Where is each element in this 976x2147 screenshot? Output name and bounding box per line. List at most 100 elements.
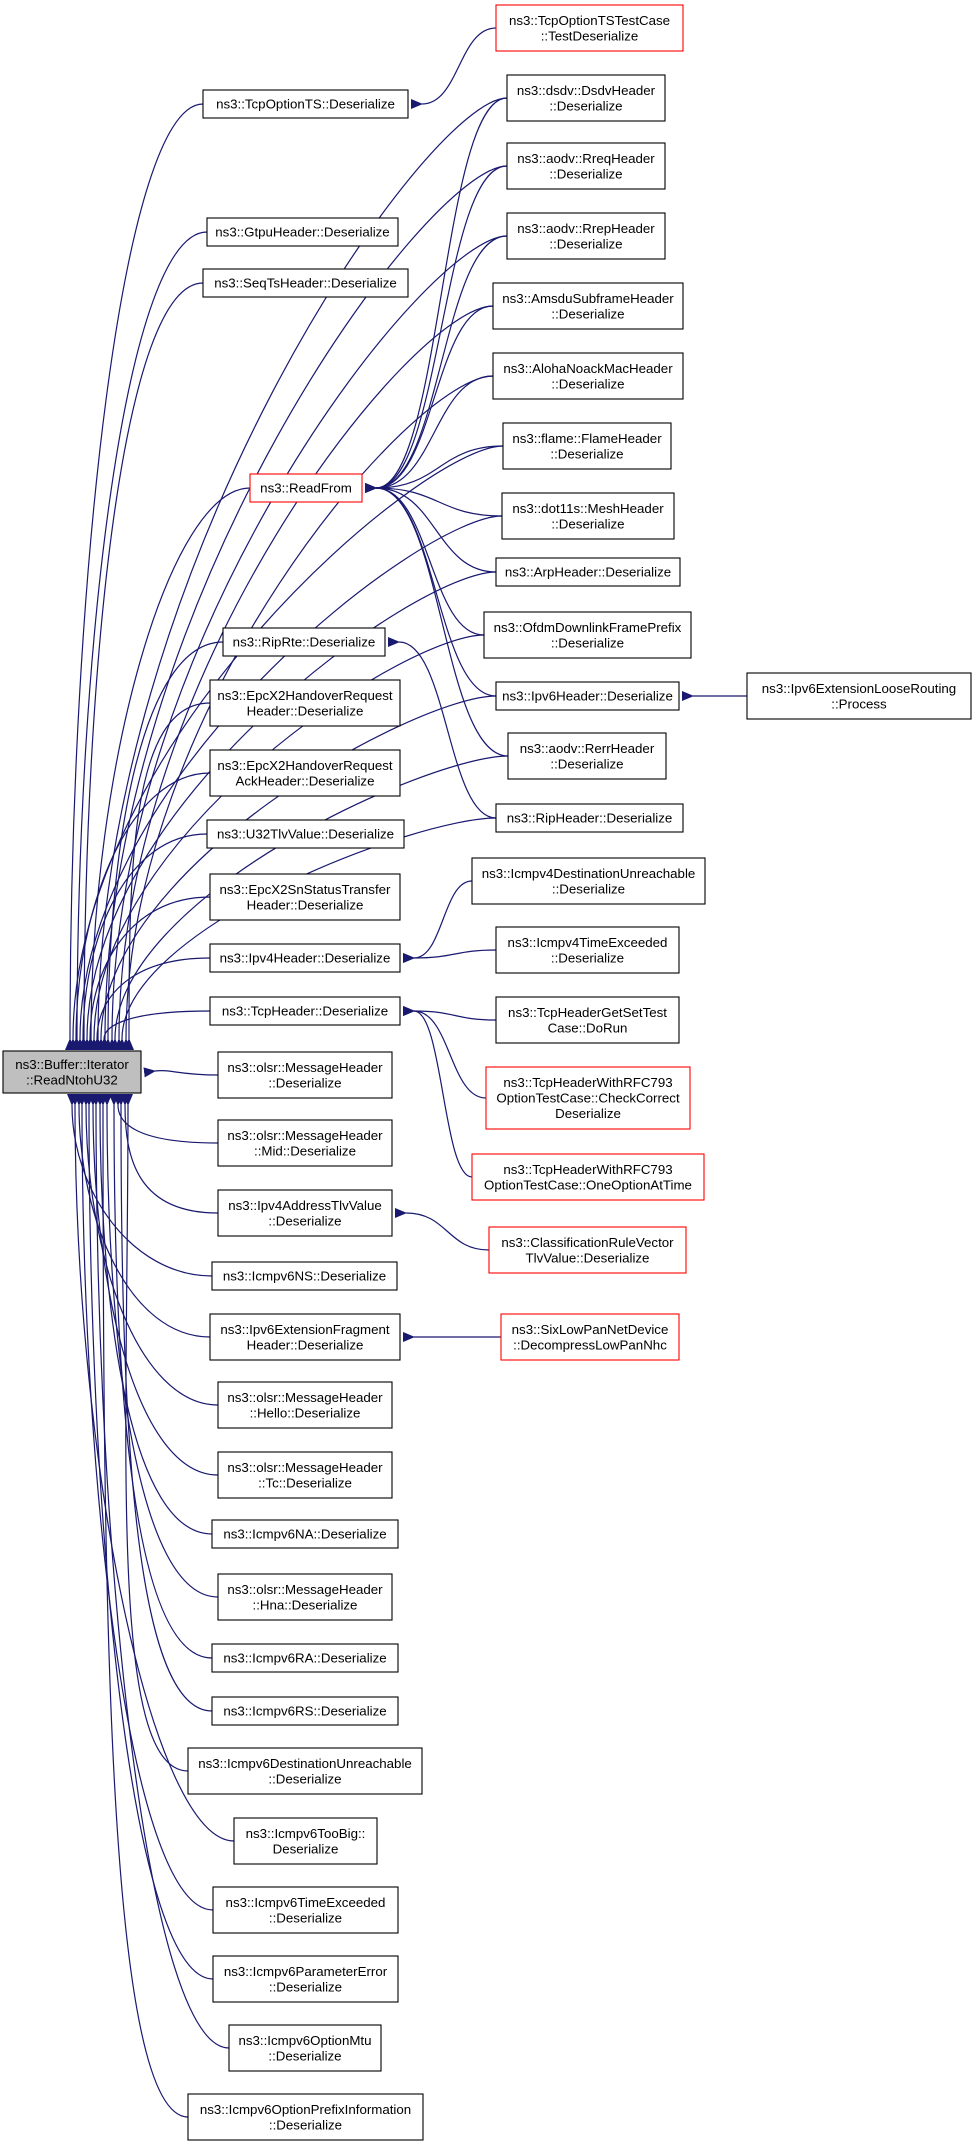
edge-flame-to-readfrom — [364, 445, 504, 494]
node-epcsn[interactable]: ns3::EpcX2SnStatusTransferHeader::Deseri… — [209, 873, 401, 921]
node-tcptstest[interactable]: ns3::TcpOptionTSTestCase::TestDeserializ… — [495, 4, 684, 52]
edge-amsdu-to-readfrom — [364, 305, 494, 494]
node-amsdu[interactable]: ns3::AmsduSubframeHeader::Deserialize — [492, 282, 684, 330]
node-box — [506, 74, 666, 122]
edge-icmp6du-to-root — [123, 1093, 189, 1772]
edge-ofdm-to-readfrom — [364, 482, 485, 636]
node-readfrom[interactable]: ns3::ReadFrom — [249, 473, 363, 503]
node-box — [209, 943, 401, 973]
edge-olsrhna-to-root — [101, 1093, 219, 1598]
node-ipv6frag[interactable]: ns3::Ipv6ExtensionFragmentHeader::Deseri… — [209, 1313, 401, 1361]
node-tcp793a[interactable]: ns3::TcpHeaderWithRFC793OptionTestCase::… — [485, 1066, 691, 1130]
node-flame[interactable]: ns3::flame::FlameHeader::Deserialize — [502, 422, 672, 470]
node-seqts[interactable]: ns3::SeqTsHeader::Deserialize — [202, 268, 409, 298]
node-label: ns3::Ipv4Header::Deserialize — [220, 951, 391, 966]
node-aloha[interactable]: ns3::AlohaNoackMacHeader::Deserialize — [492, 352, 684, 400]
node-tcph[interactable]: ns3::TcpHeader::Deserialize — [209, 996, 401, 1026]
edge-tcph-to-root — [98, 1010, 211, 1051]
node-classrule[interactable]: ns3::ClassificationRuleVectorTlvValue::D… — [488, 1226, 687, 1274]
node-label: ns3::AmsduSubframeHeader — [502, 291, 674, 306]
node-olsrmid[interactable]: ns3::olsr::MessageHeader::Mid::Deseriali… — [217, 1119, 393, 1167]
node-label: ::Tc::Deserialize — [258, 1475, 352, 1490]
edge-seqts-to-root — [78, 282, 204, 1051]
node-label: ns3::dot11s::MeshHeader — [512, 501, 664, 516]
node-label: ns3::Icmpv6RS::Deserialize — [223, 1704, 386, 1719]
node-label: Deserialize — [273, 1841, 339, 1856]
node-icmp4te[interactable]: ns3::Icmpv4TimeExceeded::Deserialize — [495, 926, 680, 974]
edge-ipv6h-to-root — [95, 695, 497, 1051]
node-olsrhello[interactable]: ns3::olsr::MessageHeader::Hello::Deseria… — [217, 1381, 393, 1429]
node-rrep[interactable]: ns3::aodv::RrepHeader::Deserialize — [506, 212, 666, 260]
node-label: ::Deserialize — [549, 98, 622, 113]
edge-ipv6h-to-readfrom — [364, 482, 497, 697]
node-gtpu[interactable]: ns3::GtpuHeader::Deserialize — [206, 217, 399, 247]
node-epcack[interactable]: ns3::EpcX2HandoverRequestAckHeader::Dese… — [209, 749, 401, 797]
node-icmp6rs[interactable]: ns3::Icmpv6RS::Deserialize — [211, 1696, 399, 1726]
edge-aloha-to-readfrom — [364, 375, 494, 494]
node-ipv4h[interactable]: ns3::Ipv4Header::Deserialize — [209, 943, 401, 973]
node-icmp6mtu[interactable]: ns3::Icmpv6OptionMtu::Deserialize — [228, 2024, 382, 2072]
node-dsdv[interactable]: ns3::dsdv::DsdvHeader::Deserialize — [506, 74, 666, 122]
node-arp[interactable]: ns3::ArpHeader::Deserialize — [495, 557, 681, 587]
node-olsrmsg[interactable]: ns3::olsr::MessageHeader::Deserialize — [217, 1051, 393, 1099]
node-ofdm[interactable]: ns3::OfdmDownlinkFramePrefix::Deserializ… — [483, 611, 692, 659]
node-tcp793b[interactable]: ns3::TcpHeaderWithRFC793OptionTestCase::… — [471, 1153, 705, 1201]
node-icmp6pe[interactable]: ns3::Icmpv6ParameterError::Deserialize — [212, 1955, 399, 2003]
node-label: ns3::Icmpv6NA::Deserialize — [223, 1527, 386, 1542]
node-box — [500, 1313, 680, 1361]
node-box — [471, 857, 706, 905]
node-tcpts[interactable]: ns3::TcpOptionTS::Deserialize — [202, 89, 409, 119]
node-icmp4du[interactable]: ns3::Icmpv4DestinationUnreachable::Deser… — [471, 857, 706, 905]
edge-aloha-to-root — [120, 375, 494, 1051]
edge-riph-to-riprte — [387, 636, 497, 819]
node-icmp6tb[interactable]: ns3::Icmpv6TooBig::Deserialize — [233, 1817, 378, 1865]
node-label: ::Deserialize — [268, 1075, 341, 1090]
node-ipv6h[interactable]: ns3::Ipv6Header::Deserialize — [495, 681, 680, 711]
node-icmp6ra[interactable]: ns3::Icmpv6RA::Deserialize — [211, 1643, 399, 1673]
edge-icmp6tb-to-root — [69, 1093, 235, 1842]
node-box — [228, 2024, 382, 2072]
node-icmp6na[interactable]: ns3::Icmpv6NA::Deserialize — [211, 1519, 399, 1549]
node-label: ::Hello::Deserialize — [250, 1405, 361, 1420]
node-box — [501, 492, 675, 540]
node-label: ns3::TcpOptionTSTestCase — [509, 13, 670, 28]
node-icmp6ns[interactable]: ns3::Icmpv6NS::Deserialize — [211, 1261, 398, 1291]
node-icmp6du[interactable]: ns3::Icmpv6DestinationUnreachable::Deser… — [187, 1747, 423, 1795]
node-rreq[interactable]: ns3::aodv::RreqHeader::Deserialize — [506, 142, 666, 190]
node-box — [485, 1066, 691, 1130]
node-olsrhna[interactable]: ns3::olsr::MessageHeader::Hna::Deseriali… — [217, 1573, 393, 1621]
nodes: ns3::Buffer::Iterator::ReadNtohU32ns3::T… — [2, 4, 972, 2141]
node-label: ns3::RipRte::Deserialize — [233, 635, 376, 650]
node-icmp6pi[interactable]: ns3::Icmpv6OptionPrefixInformation::Dese… — [187, 2093, 424, 2141]
node-olsrtc[interactable]: ns3::olsr::MessageHeader::Tc::Deserializ… — [217, 1451, 393, 1499]
edge-arp-to-readfrom — [364, 482, 497, 573]
node-label: ns3::Ipv6ExtensionFragment — [220, 1322, 390, 1337]
node-mesh[interactable]: ns3::dot11s::MeshHeader::Deserialize — [501, 492, 675, 540]
node-label: ns3::dsdv::DsdvHeader — [517, 83, 656, 98]
node-rerr[interactable]: ns3::aodv::RerrHeader::Deserialize — [507, 732, 667, 780]
node-riprte[interactable]: ns3::RipRte::Deserialize — [222, 627, 386, 657]
node-ipv6ext[interactable]: ns3::Ipv6ExtensionLooseRouting::Process — [746, 672, 972, 720]
node-label: ::Deserialize — [268, 1771, 341, 1786]
node-label: ns3::ReadFrom — [260, 481, 352, 496]
node-label: ns3::SeqTsHeader::Deserialize — [214, 276, 397, 291]
node-riph[interactable]: ns3::RipHeader::Deserialize — [495, 803, 684, 833]
node-label: ns3::olsr::MessageHeader — [227, 1460, 383, 1475]
node-label: ::DecompressLowPanNhc — [513, 1337, 667, 1352]
node-label: ns3::Ipv6ExtensionLooseRouting — [762, 681, 956, 696]
node-box — [212, 1886, 399, 1934]
node-u32tlv[interactable]: ns3::U32TlvValue::Deserialize — [206, 819, 405, 849]
edge-epcsn-to-root — [84, 896, 211, 1051]
node-box — [209, 873, 401, 921]
node-root[interactable]: ns3::Buffer::Iterator::ReadNtohU32 — [2, 1050, 142, 1094]
node-label: ::Deserialize — [549, 236, 622, 251]
node-sixlowpan[interactable]: ns3::SixLowPanNetDevice::DecompressLowPa… — [500, 1313, 680, 1361]
node-epcreq[interactable]: ns3::EpcX2HandoverRequestHeader::Deseria… — [209, 679, 401, 727]
edge-rreq-to-readfrom — [364, 165, 508, 494]
node-ipv4addr[interactable]: ns3::Ipv4AddressTlvValue::Deserialize — [217, 1189, 393, 1237]
node-icmp6te[interactable]: ns3::Icmpv6TimeExceeded::Deserialize — [212, 1886, 399, 1934]
node-box — [217, 1051, 393, 1099]
node-label: ns3::Icmpv4DestinationUnreachable — [482, 866, 696, 881]
